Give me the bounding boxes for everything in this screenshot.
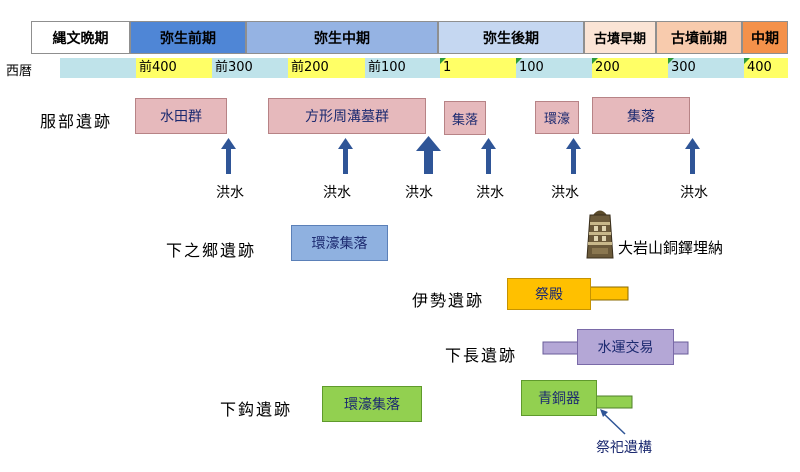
feature-moat: 環濠 (535, 101, 579, 134)
site-label-ise: 伊勢遺跡 (412, 291, 485, 310)
year-cell-200: 200 (592, 58, 668, 78)
year-cell-bc200: 前200 (288, 58, 365, 78)
feature-moated-settlement-shimonogo: 環濠集落 (291, 225, 388, 261)
feature-bronze-ware: 青銅器 (521, 380, 597, 416)
period-jomon-late: 縄文晩期 (31, 21, 130, 54)
year-text: 100 (519, 60, 544, 75)
flood-label: 洪水 (405, 185, 433, 201)
flood-label: 洪水 (551, 185, 579, 201)
flood-arrow-icon (416, 136, 441, 174)
ise-period-bar (589, 286, 629, 301)
flood-arrow-icon (481, 138, 496, 174)
site-label-shimonaga: 下長遺跡 (445, 346, 518, 365)
year-tick-marker (744, 58, 750, 64)
period-kofun-middle: 中期 (742, 21, 788, 54)
site-label-shimomagari: 下鈎遺跡 (220, 400, 293, 419)
bronze-period-bar (595, 395, 633, 409)
feature-square-moat-tombs: 方形周溝墓群 (268, 98, 426, 134)
flood-arrow-icon (566, 138, 581, 174)
year-text: 400 (747, 60, 772, 75)
year-tick-marker (592, 58, 598, 64)
year-cell-bc100: 前100 (365, 58, 440, 78)
year-cell-400: 400 (744, 58, 788, 78)
ritual-pointer-arrow-icon (600, 409, 626, 435)
feature-settlement-2: 集落 (592, 97, 690, 134)
site-label-shimonogo: 下之郷遺跡 (166, 241, 257, 260)
year-cell-300: 300 (668, 58, 744, 78)
year-tick-marker (668, 58, 674, 64)
period-yayoi-late: 弥生後期 (438, 21, 584, 54)
feature-paddy-fields: 水田群 (135, 98, 227, 134)
flood-arrow-icon (221, 138, 236, 174)
feature-water-trade: 水運交易 (577, 329, 674, 365)
year-text: 300 (671, 60, 696, 75)
period-yayoi-early: 弥生前期 (130, 21, 246, 54)
year-tick-marker (440, 58, 446, 64)
flood-label: 洪水 (476, 185, 504, 201)
period-yayoi-middle: 弥生中期 (246, 21, 438, 54)
year-text: 200 (595, 60, 620, 75)
year-text: 1 (443, 60, 452, 75)
year-cell-100: 100 (516, 58, 592, 78)
year-cell-1: 1 (440, 58, 516, 78)
note-ritual-remains: 祭祀遺構 (596, 440, 652, 456)
year-tick-marker (516, 58, 522, 64)
flood-label: 洪水 (323, 185, 351, 201)
site-label-hattori: 服部遺跡 (40, 112, 113, 131)
feature-settlement-1: 集落 (444, 101, 486, 135)
site-label-ooiwayama: 大岩山銅鐸埋納 (618, 239, 724, 257)
flood-label: 洪水 (216, 185, 244, 201)
year-cell-bc400: 前400 (136, 58, 212, 78)
period-kofun-early: 古墳前期 (656, 21, 742, 54)
feature-moated-settlement-shimomagari: 環濠集落 (322, 386, 422, 422)
flood-arrow-icon (338, 138, 353, 174)
bronze-bell-icon (586, 210, 614, 259)
year-cell-blank (60, 58, 136, 78)
year-cell-bc300: 前300 (212, 58, 288, 78)
feature-ritual-hall: 祭殿 (507, 278, 591, 310)
flood-label: 洪水 (680, 185, 708, 201)
flood-arrow-icon (685, 138, 700, 174)
period-kofun-earliest: 古墳早期 (584, 21, 656, 54)
flood-arrows (221, 136, 700, 174)
year-row-label: 西暦 (6, 64, 33, 79)
